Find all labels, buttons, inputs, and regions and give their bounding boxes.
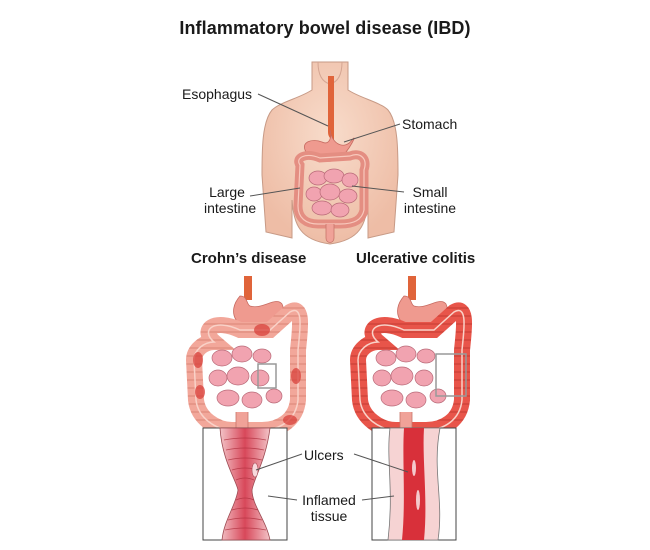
uc-zoom-box <box>435 353 467 397</box>
crohns-title: Crohn’s disease <box>191 250 307 267</box>
label-large-intestine: Large intestine <box>204 184 257 216</box>
label-esophagus: Esophagus <box>182 86 253 102</box>
label-inflamed-tissue: Inflamed tissue <box>302 492 356 524</box>
diagram-title: Inflammatory bowel disease (IBD) <box>179 18 471 38</box>
crohns-zoom-box <box>257 363 277 389</box>
torso-figure <box>261 61 399 245</box>
crohns-detail-panel <box>202 427 288 541</box>
label-ulcers: Ulcers <box>304 447 344 463</box>
crohns-gi-illustration <box>185 276 309 438</box>
label-small-intestine: Small intestine <box>403 184 457 216</box>
label-stomach: Stomach <box>402 116 458 132</box>
uc-title: Ulcerative colitis <box>356 250 476 267</box>
uc-detail-panel <box>371 427 457 541</box>
uc-gi-illustration <box>349 276 473 438</box>
